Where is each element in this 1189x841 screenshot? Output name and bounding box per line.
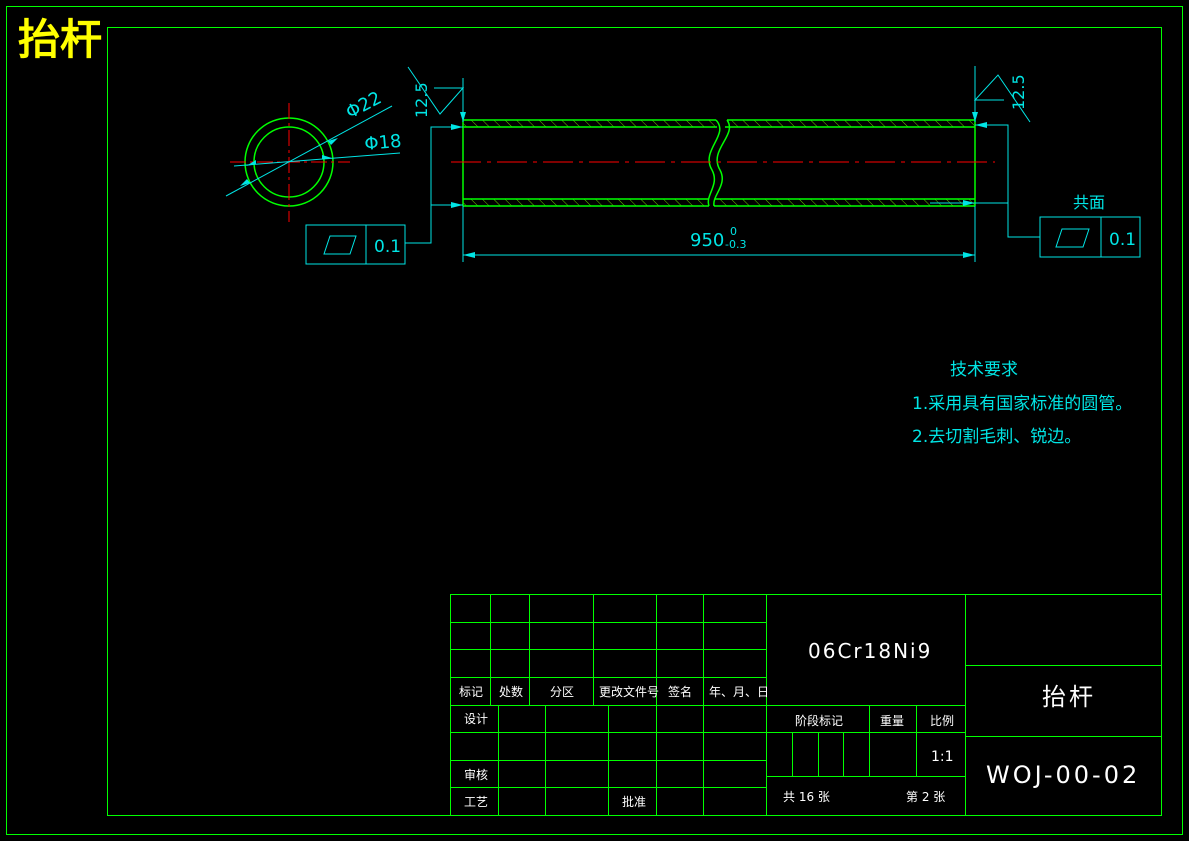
role-approve: 批准 — [622, 795, 647, 809]
part-name: 抬杆 — [1042, 683, 1096, 711]
header-signature: 签名 — [668, 685, 693, 699]
header-change-doc: 更改文件号 — [599, 685, 660, 699]
cross-section-view — [225, 103, 401, 222]
outer-border — [6, 6, 1183, 835]
sheet-number: 第 2 张 — [906, 790, 946, 804]
weight-label: 重量 — [880, 714, 905, 728]
scale-value: 1:1 — [931, 749, 954, 765]
drawing-number: WOJ-00-02 — [986, 761, 1141, 789]
length-lower-tolerance: -0.3 — [725, 238, 746, 251]
roughness-left-label: 12.5 — [412, 82, 431, 118]
tech-requirement-1: 1.采用具有国家标准的圆管。 — [912, 394, 1133, 414]
header-mark: 标记 — [459, 685, 484, 699]
header-count: 处数 — [499, 685, 524, 699]
tube-side-view — [451, 119, 995, 207]
flatness-frame-left — [305, 124, 463, 265]
flatness-left-value: 0.1 — [374, 237, 401, 257]
role-process: 工艺 — [464, 795, 489, 809]
role-design: 设计 — [464, 712, 489, 726]
roughness-symbol-right — [972, 66, 1031, 123]
length-value: 950 — [690, 230, 724, 251]
flatness-frame-right — [930, 122, 1141, 258]
tech-requirements-title: 技术要求 — [950, 360, 1018, 380]
roughness-symbol-left — [407, 66, 466, 122]
outer-diameter-label: Φ22 — [342, 87, 385, 123]
header-date: 年、月、日 — [709, 685, 770, 699]
page-title: 抬杆 — [18, 15, 103, 64]
material: 06Cr18Ni9 — [808, 639, 933, 663]
length-upper-tolerance: 0 — [730, 225, 737, 238]
stage-mark-label: 阶段标记 — [795, 714, 844, 728]
role-review: 审核 — [464, 768, 489, 782]
tech-requirement-2: 2.去切割毛刺、锐边。 — [912, 427, 1082, 447]
total-sheets: 共 16 张 — [783, 790, 830, 804]
flatness-right-value: 0.1 — [1109, 230, 1136, 250]
header-zone: 分区 — [550, 685, 575, 699]
length-dimension — [462, 206, 976, 262]
title-block-grid — [450, 594, 1162, 816]
flatness-right-note: 共面 — [1073, 193, 1105, 212]
scale-label: 比例 — [930, 714, 955, 728]
inner-diameter-label: Φ18 — [364, 131, 403, 155]
roughness-right-label: 12.5 — [1009, 74, 1028, 110]
